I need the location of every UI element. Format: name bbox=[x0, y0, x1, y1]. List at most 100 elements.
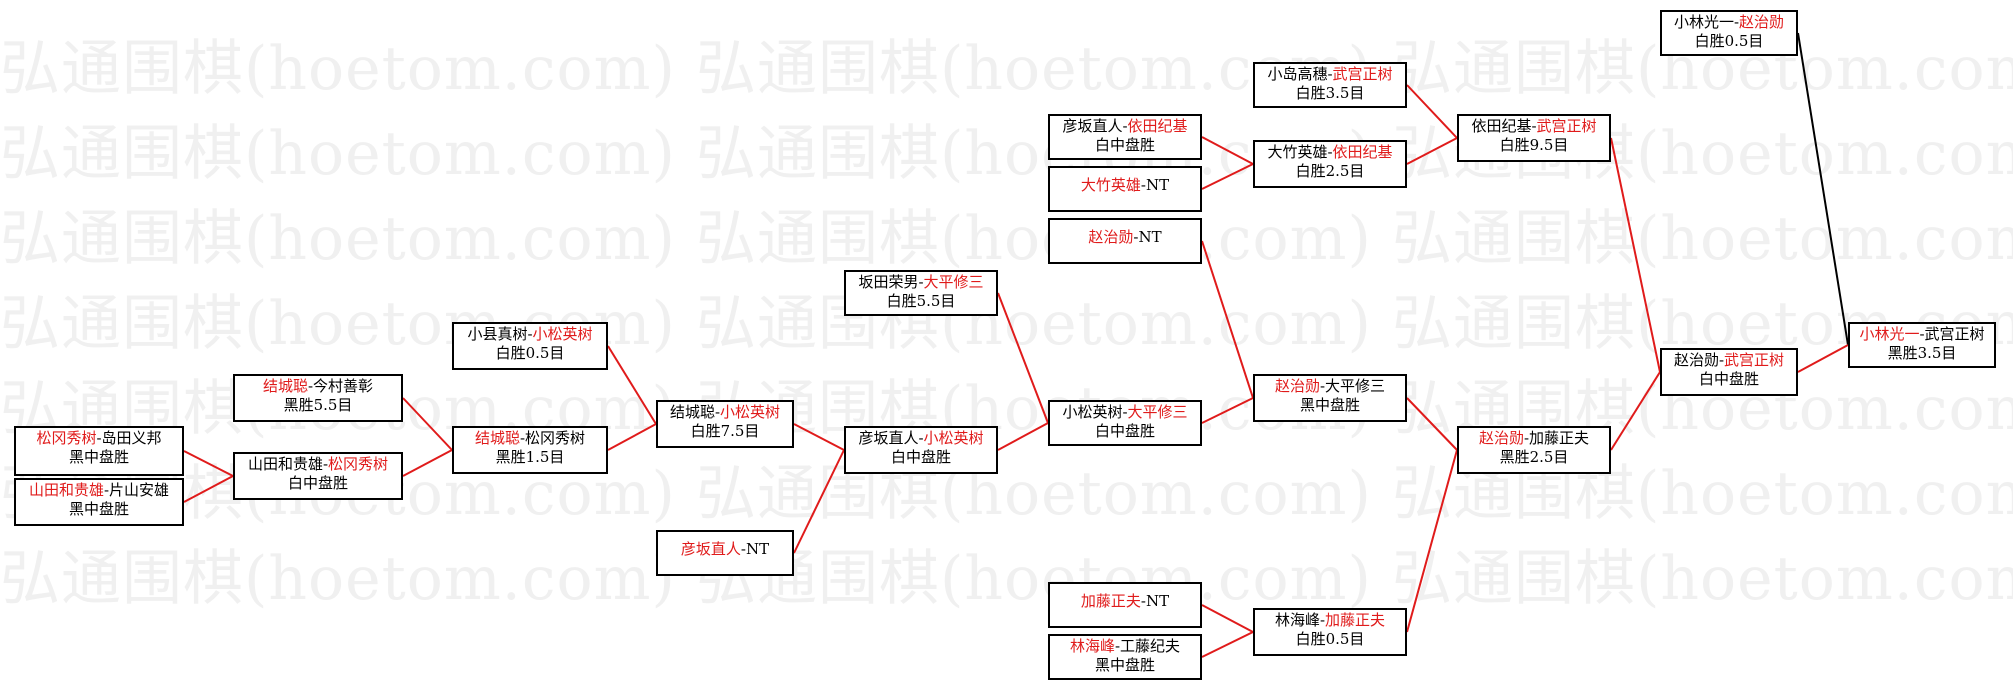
connector-r5a-r6d bbox=[997, 292, 1049, 424]
match-result: 黑胜5.5目 bbox=[283, 396, 353, 414]
player-white: NT bbox=[1138, 228, 1162, 246]
match-players: 小岛高穗-武宫正树 bbox=[1255, 65, 1405, 84]
player-black: 小岛高穗 bbox=[1267, 65, 1328, 83]
match-players: 小松英树-大平修三 bbox=[1050, 403, 1200, 422]
match-box-r2a: 结城聪-今村善彰黑胜5.5目 bbox=[233, 374, 403, 422]
player-separator: - bbox=[1718, 351, 1725, 369]
connector-r7b-r8a bbox=[1406, 137, 1458, 165]
match-result: 黑中盘胜 bbox=[68, 448, 129, 466]
match-result: 白中盘胜 bbox=[1698, 370, 1759, 388]
match-box-r2b: 山田和贵雄-松冈秀树白中盘胜 bbox=[233, 452, 403, 500]
match-box-r7a: 小岛高穗-武宫正树白胜3.5目 bbox=[1253, 62, 1407, 108]
match-result: 黑中盘胜 bbox=[68, 500, 129, 518]
match-result: 白胜9.5目 bbox=[1499, 136, 1569, 154]
connector-r6f-r7d bbox=[1201, 631, 1254, 658]
connector-r3b-r4a bbox=[607, 423, 657, 451]
match-players: 赵治勋-武宫正树 bbox=[1662, 351, 1796, 370]
match-result: 黑胜1.5目 bbox=[495, 448, 565, 466]
match-result: 白中盘胜 bbox=[1094, 422, 1155, 440]
player-black: 赵治勋 bbox=[1478, 429, 1524, 447]
match-players: 结城聪-松冈秀树 bbox=[454, 429, 606, 448]
match-players: 坂田荣男-大平修三 bbox=[846, 273, 996, 292]
player-white: 小松英树 bbox=[532, 325, 593, 343]
player-white: 武宫正树 bbox=[1536, 117, 1597, 135]
match-result: 白胜0.5目 bbox=[495, 344, 565, 362]
player-separator: - bbox=[1523, 429, 1530, 447]
connector-r9a-r10 bbox=[1797, 32, 1849, 346]
match-result: 白中盘胜 bbox=[890, 448, 951, 466]
connector-r6d-r7c bbox=[1201, 397, 1254, 424]
player-white: 赵治勋 bbox=[1739, 13, 1785, 31]
player-separator: - bbox=[918, 429, 924, 447]
match-players: 林海峰-加藤正夫 bbox=[1255, 611, 1405, 630]
player-white: 片山安雄 bbox=[109, 481, 170, 499]
match-box-r1a: 松冈秀树-岛田义邦黑中盘胜 bbox=[14, 426, 184, 476]
match-players: 依田纪基-武宫正树 bbox=[1459, 117, 1609, 136]
connector-r6c-r7c bbox=[1201, 240, 1254, 399]
match-result: 黑中盘胜 bbox=[1094, 656, 1155, 674]
match-players: 加藤正夫-NT bbox=[1050, 592, 1200, 611]
match-box-r8b: 赵治勋-加藤正夫黑胜2.5目 bbox=[1457, 426, 1611, 474]
match-box-r3a: 小县真树-小松英树白胜0.5目 bbox=[452, 322, 608, 370]
player-black: 赵治勋 bbox=[1088, 228, 1134, 246]
player-separator: - bbox=[740, 540, 746, 558]
connector-r8a-r9b bbox=[1610, 137, 1661, 373]
player-separator: - bbox=[714, 403, 721, 421]
player-separator: - bbox=[1327, 65, 1333, 83]
player-black: 小松英树 bbox=[1062, 403, 1123, 421]
player-white: 松冈秀树 bbox=[525, 429, 586, 447]
match-box-r6f: 林海峰-工藤纪夫黑中盘胜 bbox=[1048, 634, 1202, 680]
match-box-r6d: 小松英树-大平修三白中盘胜 bbox=[1048, 400, 1202, 446]
match-result: 白胜5.5目 bbox=[886, 292, 956, 310]
player-separator: - bbox=[1122, 403, 1128, 421]
player-black: 结城聪 bbox=[669, 403, 715, 421]
player-black: 小林光一 bbox=[1673, 13, 1734, 31]
player-black: 松冈秀树 bbox=[36, 429, 97, 447]
player-black: 彦坂直人 bbox=[858, 429, 919, 447]
player-black: 小县真树 bbox=[467, 325, 528, 343]
player-white: 大平修三 bbox=[923, 273, 984, 291]
match-players: 大竹英雄-依田纪基 bbox=[1255, 143, 1405, 162]
connector-r5b-r6d bbox=[997, 422, 1049, 451]
match-box-r9a: 小林光一-赵治勋白胜0.5目 bbox=[1660, 10, 1798, 56]
player-white: 加藤正夫 bbox=[1325, 611, 1386, 629]
match-box-r3b: 结城聪-松冈秀树黑胜1.5目 bbox=[452, 426, 608, 474]
match-result: 黑中盘胜 bbox=[1299, 396, 1360, 414]
player-separator: - bbox=[1122, 117, 1128, 135]
match-box-r4b: 彦坂直人-NT bbox=[656, 530, 794, 576]
match-box-r5b: 彦坂直人-小松英树白中盘胜 bbox=[844, 426, 998, 474]
match-players: 松冈秀树-岛田义邦 bbox=[16, 429, 182, 448]
player-black: 大竹英雄 bbox=[1267, 143, 1328, 161]
match-box-r7d: 林海峰-加藤正夫白胜0.5目 bbox=[1253, 608, 1407, 656]
connector-r2a-r3b bbox=[402, 397, 453, 451]
player-white: NT bbox=[1145, 592, 1170, 610]
player-separator: - bbox=[1140, 176, 1146, 194]
player-separator: - bbox=[307, 377, 314, 395]
connector-r4b-r5b bbox=[793, 449, 845, 554]
player-black: 林海峰 bbox=[1069, 637, 1115, 655]
connector-r2b-r3b bbox=[402, 449, 453, 477]
player-black: 大竹英雄 bbox=[1080, 176, 1141, 194]
match-box-r10: 小林光一-武宫正树黑胜3.5目 bbox=[1848, 322, 1996, 368]
match-players: 彦坂直人-依田纪基 bbox=[1050, 117, 1200, 136]
player-separator: - bbox=[1133, 228, 1139, 246]
connector-r4a-r5b bbox=[793, 423, 845, 451]
match-players: 赵治勋-加藤正夫 bbox=[1459, 429, 1609, 448]
player-separator: - bbox=[322, 455, 329, 473]
connector-r1a-r2b bbox=[183, 450, 234, 477]
match-box-r6e: 加藤正夫-NT bbox=[1048, 582, 1202, 628]
player-white: 依田纪基 bbox=[1332, 143, 1393, 161]
player-separator: - bbox=[96, 429, 102, 447]
player-white: 工藤纪夫 bbox=[1120, 637, 1181, 655]
match-box-r6c: 赵治勋-NT bbox=[1048, 218, 1202, 264]
player-black: 依田纪基 bbox=[1471, 117, 1532, 135]
player-separator: - bbox=[918, 273, 924, 291]
connector-r7c-r8b bbox=[1406, 397, 1458, 451]
connector-r1b-r2b bbox=[183, 475, 234, 503]
match-box-r9b: 赵治勋-武宫正树白中盘胜 bbox=[1660, 348, 1798, 396]
match-result: 白胜7.5目 bbox=[690, 422, 760, 440]
match-players: 小林光一-武宫正树 bbox=[1850, 325, 1994, 344]
player-separator: - bbox=[1319, 611, 1326, 629]
match-box-r6b: 大竹英雄-NT bbox=[1048, 166, 1202, 212]
